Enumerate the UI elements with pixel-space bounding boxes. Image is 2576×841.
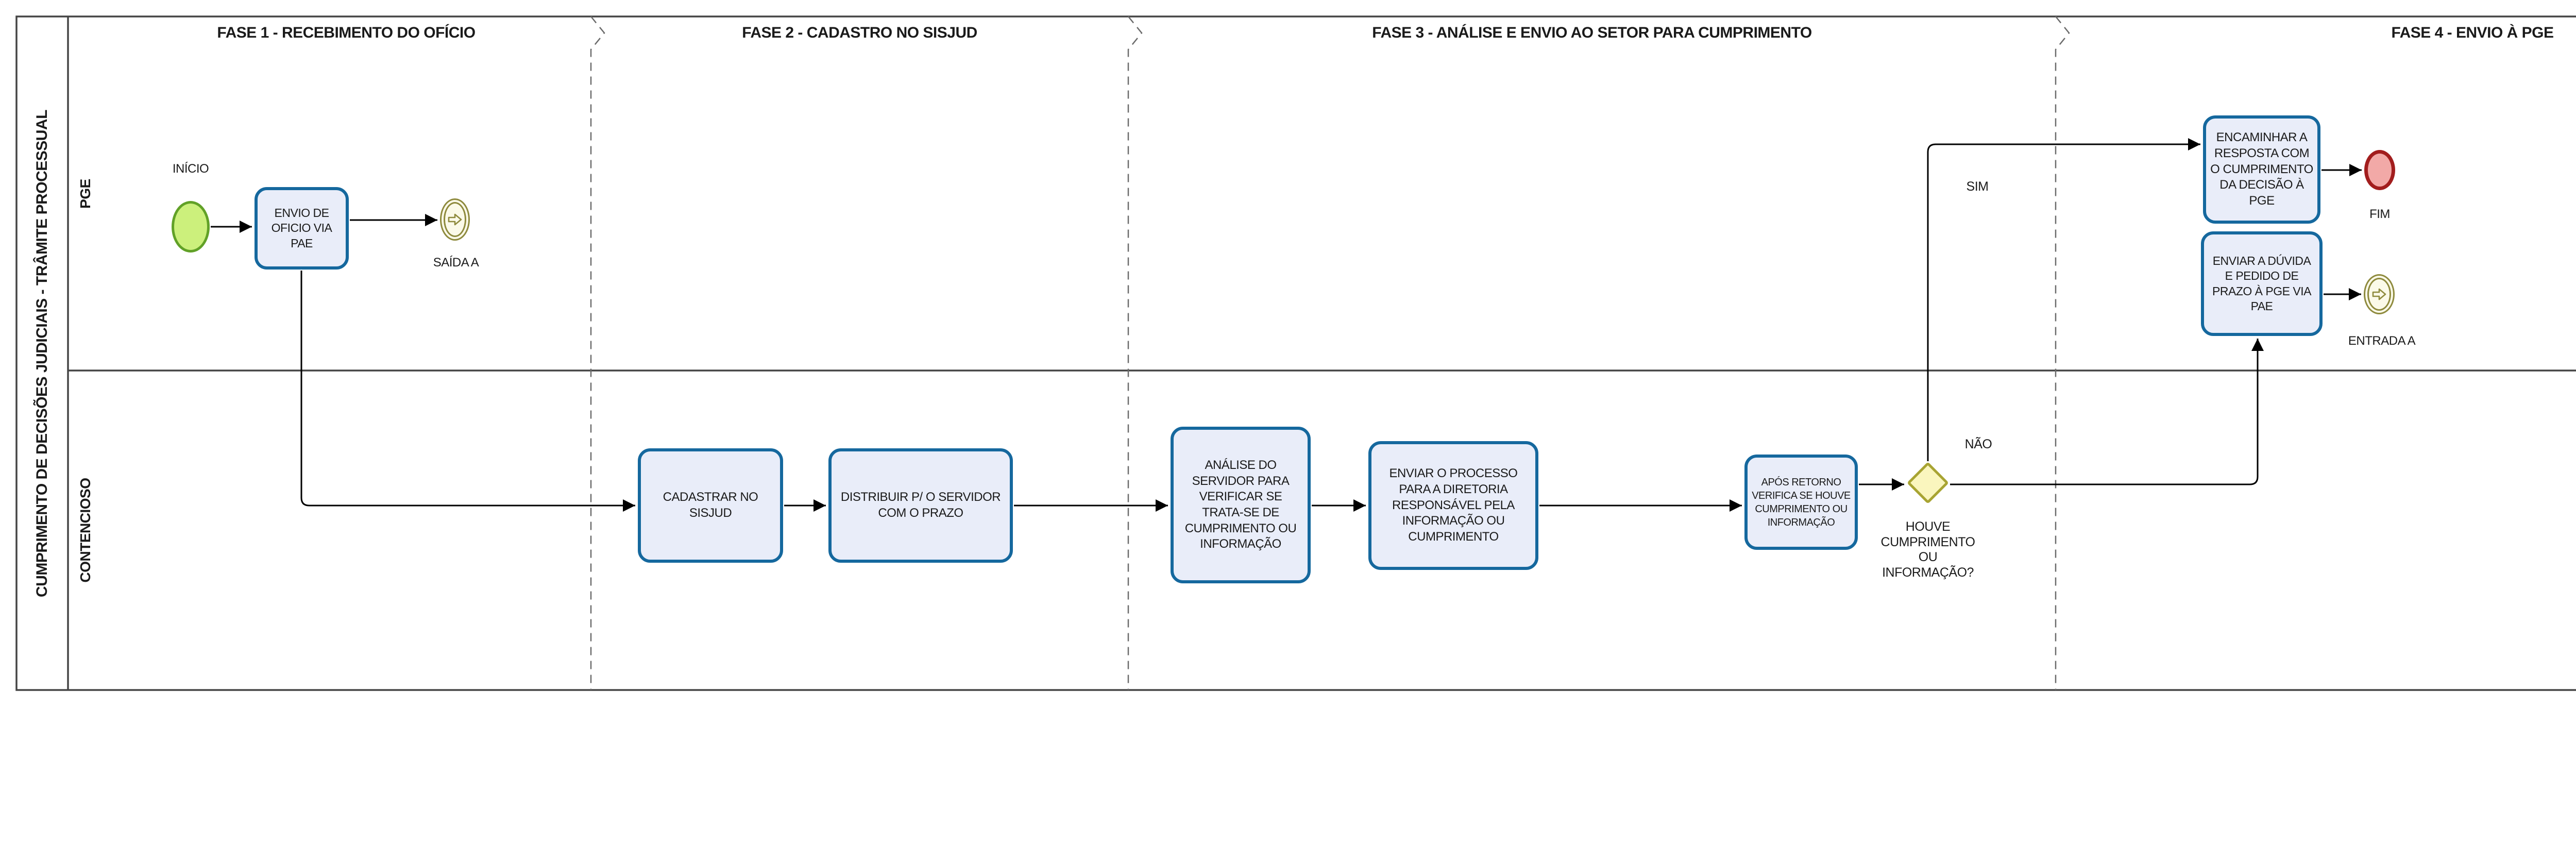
flow-gateway-sim-to-encaminhar — [1927, 138, 2200, 461]
phase-separator-2 — [1127, 16, 1143, 690]
phase-separator-1 — [590, 16, 605, 690]
link-arrow-icon — [2372, 288, 2386, 300]
flow-envio-to-cadastrar — [300, 271, 635, 512]
phase-header-4: FASE 4 - ENVIO À PGE — [2391, 24, 2554, 41]
flow-gateway-nao-to-enviar-duvida — [1950, 339, 2264, 485]
phase-separator-3 — [2055, 16, 2070, 690]
phase-header-1: FASE 1 - RECEBIMENTO DO OFÍCIO — [217, 24, 476, 41]
pool-border — [15, 15, 2576, 691]
lane-label-pge: PGE — [77, 179, 93, 209]
link-catch-event-entrada — [2364, 274, 2395, 314]
gateway-branch-sim-label: SIM — [1966, 179, 1989, 194]
pool-title: CUMPRIMENTO DE DECISÕES JUDICIAIS - TRÂM… — [33, 110, 50, 597]
link-arrow-icon — [448, 213, 462, 226]
link-throw-event-saida — [440, 198, 470, 241]
task-envio-oficio: ENVIO DE OFICIO VIA PAE — [255, 187, 349, 270]
task-enviar-processo: ENVIAR O PROCESSO PARA A DIRETORIA RESPO… — [1368, 441, 1538, 570]
task-distribuir-servidor: DISTRIBUIR P/ O SERVIDOR COM O PRAZO — [828, 448, 1013, 563]
start-event-label: INÍCIO — [172, 162, 209, 176]
link-event-inner-ring — [444, 202, 466, 237]
phase-header-2: FASE 2 - CADASTRO NO SISJUD — [742, 24, 977, 41]
link-throw-event-label: SAÍDA A — [433, 256, 479, 270]
gateway-label: HOUVE CUMPRIMENTO OU INFORMAÇÃO? — [1880, 519, 1975, 580]
link-catch-event-label: ENTRADA A — [2348, 334, 2416, 348]
task-encaminhar-resposta: ENCAMINHAR A RESPOSTA COM O CUMPRIMENTO … — [2203, 115, 2320, 224]
end-event-label: FIM — [2369, 207, 2390, 221]
lane-label-contencioso: CONTENCIOSO — [77, 478, 93, 583]
start-event — [172, 201, 210, 253]
task-analise-servidor: ANÁLISE DO SERVIDOR PARA VERIFICAR SE TR… — [1171, 427, 1311, 583]
link-event-inner-ring — [2367, 278, 2391, 311]
task-cadastrar-no-sisjud: CADASTRAR NO SISJUD — [638, 448, 783, 563]
phase-header-3: FASE 3 - ANÁLISE E ENVIO AO SETOR PARA C… — [1372, 24, 1812, 41]
end-event — [2364, 150, 2395, 190]
gateway-branch-nao-label: NÃO — [1964, 437, 1992, 451]
task-apos-retorno: APÓS RETORNO VERIFICA SE HOUVE CUMPRIMEN… — [1744, 455, 1858, 550]
task-enviar-duvida: ENVIAR A DÚVIDA E PEDIDO DE PRAZO À PGE … — [2201, 231, 2323, 336]
